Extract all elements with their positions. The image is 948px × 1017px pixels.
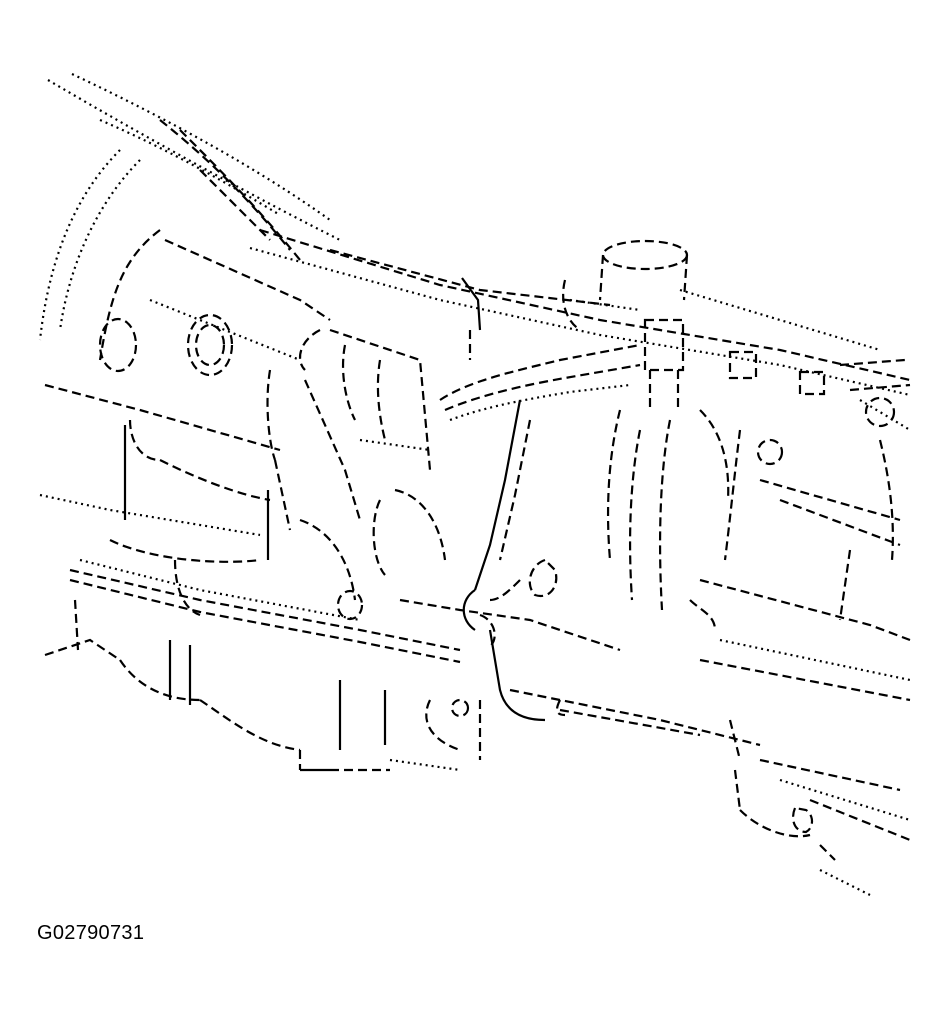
right-engine-side [606,409,911,702]
right-fasteners [728,350,911,466]
engine-block-middle [266,328,447,621]
wiring-harness [439,277,641,722]
top-long-rail [249,228,911,397]
figure-id-label: G02790731 [37,922,145,944]
oil-pan [44,539,461,772]
reservoir-cap [562,239,689,410]
transmission-housing [39,229,331,537]
lower-right-mount [728,719,911,896]
upper-frame-rails [38,73,341,341]
lower-crossmember [389,598,761,772]
